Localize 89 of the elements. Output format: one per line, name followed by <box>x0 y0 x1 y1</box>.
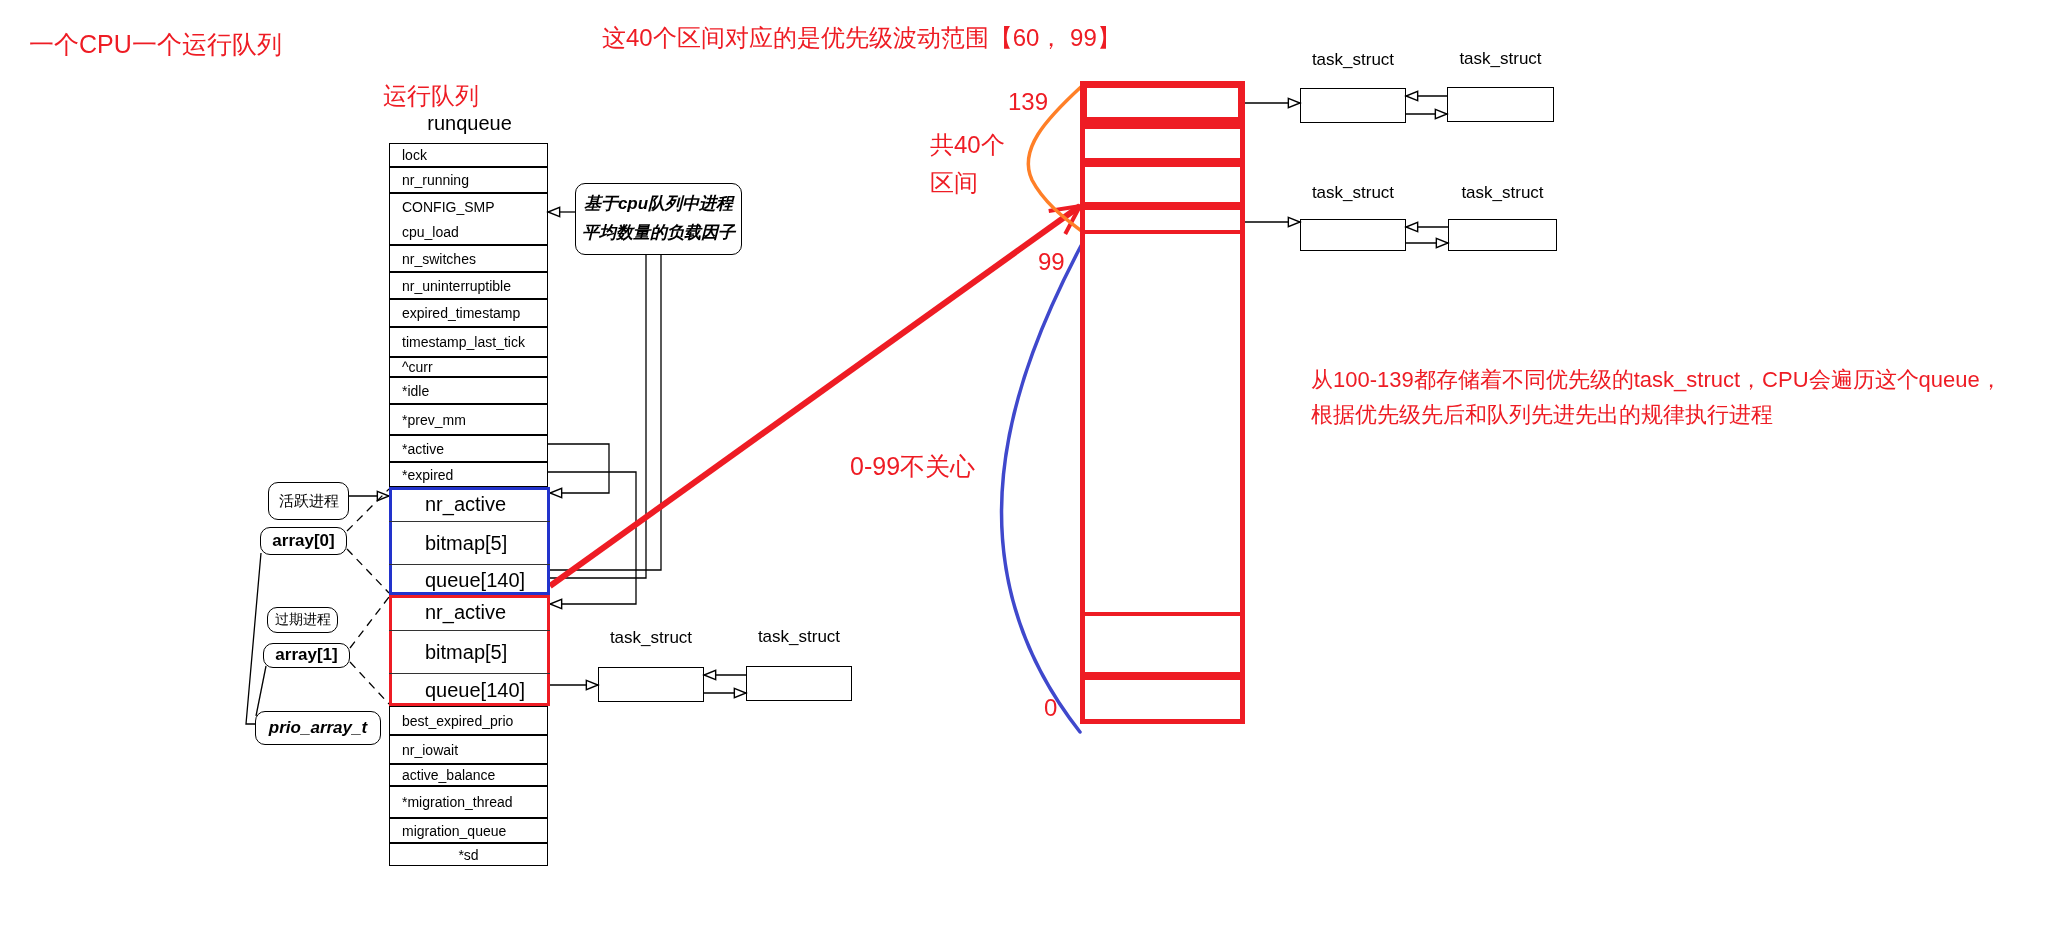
struct-name: task_struct <box>1458 49 1543 69</box>
connector-line <box>549 254 647 579</box>
field-name: active_balance <box>402 767 496 783</box>
struct-name: task_struct <box>1460 183 1545 203</box>
callout-bubble: prio_array_t <box>255 711 381 745</box>
note-text: 这40个区间对应的是优先级波动范围【60， 99】 <box>602 23 1121 53</box>
arrow <box>547 206 576 218</box>
note-text: 从100-139都存储着不同优先级的task_struct，CPU会遍历这个queue，根据优先级先后和队列先进先出的规律执行进程 <box>1311 366 2003 430</box>
dashed-line <box>346 548 390 594</box>
field-name: nr_running <box>402 172 469 188</box>
connector-line <box>549 254 662 571</box>
table-row <box>389 786 548 818</box>
note-text: 运行队列 <box>383 81 479 111</box>
arrow <box>1405 237 1449 249</box>
field-name: *sd <box>458 846 479 863</box>
field-name: nr_active <box>425 601 507 624</box>
struct-name: task_struct <box>1310 183 1396 203</box>
field-name: *idle <box>402 382 430 399</box>
field-name: queue[140] <box>425 568 526 592</box>
note-text: 0 <box>1044 693 1058 723</box>
arrow <box>547 471 637 610</box>
struct-name: task_struct <box>608 628 694 648</box>
table-row <box>389 818 548 843</box>
arrow <box>547 443 610 499</box>
table-row <box>389 843 548 866</box>
table-row <box>389 706 548 735</box>
table-row <box>389 245 548 272</box>
arrow <box>1244 97 1301 109</box>
arrow <box>1405 221 1449 233</box>
arrow <box>703 687 747 699</box>
dashed-line <box>349 596 390 649</box>
table-row <box>389 327 548 357</box>
field-name: nr_uninterruptible <box>402 277 511 294</box>
struct-name: task_struct <box>756 627 842 647</box>
struct-name: task_struct <box>1310 50 1396 70</box>
connector-line <box>245 552 262 725</box>
callout-bubble: array[0] <box>260 527 347 555</box>
table-row <box>389 272 548 299</box>
field-name: ^curr <box>402 359 433 375</box>
arrow <box>1405 108 1448 120</box>
table-title: runqueue <box>426 112 513 135</box>
field-name: *expired <box>402 466 454 483</box>
field-name: timestamp_last_tick <box>402 334 525 350</box>
field-name: cpu_load <box>402 223 459 240</box>
arrow <box>548 203 1082 589</box>
table-row <box>389 167 548 193</box>
field-name: bitmap[5] <box>425 640 508 664</box>
table-row <box>389 435 548 462</box>
callout-bubble: 过期进程 <box>267 607 338 633</box>
arrow <box>703 669 747 681</box>
arrow <box>1244 216 1301 228</box>
note-text: 99 <box>1038 247 1065 277</box>
array-box <box>389 487 550 595</box>
arrow <box>1405 90 1448 102</box>
table-row <box>389 764 548 786</box>
note-text: 共40个区间 <box>930 130 1006 199</box>
table-row <box>389 299 548 327</box>
dashed-line <box>346 488 390 532</box>
note-text: 一个CPU一个运行队列 <box>29 29 282 60</box>
arrow <box>348 490 390 502</box>
callout-bubble: 基于cpu队列中进程平均数量的负载因子 <box>575 183 742 255</box>
callout-bubble: 活跃进程 <box>268 482 349 520</box>
table-row <box>389 735 548 764</box>
callout-bubble: array[1] <box>263 643 350 668</box>
field-name: queue[140] <box>425 678 526 702</box>
field-name: expired_timestamp <box>402 305 521 321</box>
table-row <box>389 462 548 487</box>
field-name: nr_active <box>425 492 507 516</box>
table-row <box>389 193 548 245</box>
table-row <box>389 377 548 404</box>
field-name: migration_queue <box>402 822 507 839</box>
note-text: 0-99不关心 <box>850 451 976 482</box>
field-name: best_expired_prio <box>402 712 514 729</box>
field-name: *active <box>402 440 445 457</box>
array-box <box>389 595 550 706</box>
field-name: nr_iowait <box>402 741 459 758</box>
field-name: CONFIG_SMP <box>402 198 495 215</box>
note-text: 139 <box>1008 87 1049 117</box>
field-name: lock <box>402 147 427 163</box>
field-name: nr_switches <box>402 250 476 267</box>
priority-array <box>1080 81 1245 724</box>
table-row <box>389 357 548 377</box>
field-name: bitmap[5] <box>425 531 508 555</box>
field-name: *migration_thread <box>402 794 513 810</box>
table-row <box>389 404 548 435</box>
connector-line <box>255 665 267 717</box>
field-name: *prev_mm <box>402 411 466 428</box>
arrow <box>549 679 599 691</box>
table-row <box>389 143 548 167</box>
